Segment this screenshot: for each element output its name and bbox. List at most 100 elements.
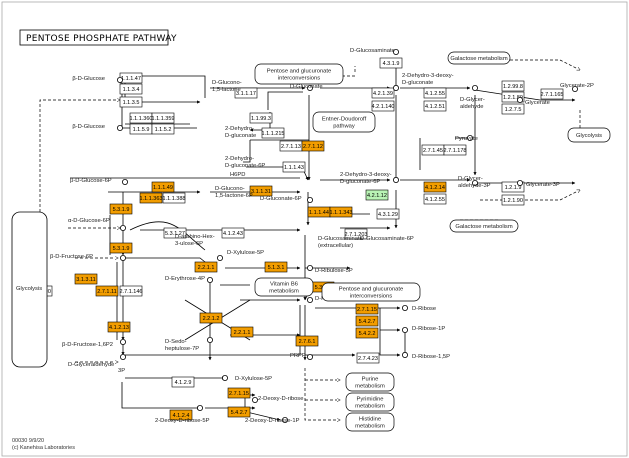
enzyme-1-1-5-2[interactable]: 1.1.5.2 [151, 123, 175, 135]
enzyme-box[interactable] [119, 285, 143, 297]
enzyme-4-1-2-14[interactable]: 4.1.2.14 [423, 181, 447, 193]
enzyme-box[interactable] [169, 409, 193, 421]
enzyme-box[interactable] [221, 227, 245, 239]
compound-node[interactable] [306, 85, 313, 92]
glycolysis-left-box[interactable] [11, 211, 48, 368]
enzyme-2-7-1-178[interactable]: 2.7.1.178 [444, 144, 467, 156]
compound-c36[interactable]: aldehyde [460, 104, 484, 110]
enzyme-1-2-7-5[interactable]: 1.2.7.5 [501, 103, 525, 115]
enzyme-box[interactable] [356, 352, 380, 364]
compound-c45[interactable]: D-Ribose-1,5P [401, 351, 450, 360]
enzyme-1-2-99-8[interactable]: 1.2.99.8 [501, 80, 525, 92]
compound-node[interactable] [206, 336, 213, 343]
compound-c15[interactable]: β-D-Fructose-6P [50, 254, 127, 261]
compound-c50[interactable]: 2-Deoxy-D-ribose-1P [245, 416, 300, 424]
compound-c20[interactable]: 3-ulose-6P [175, 241, 203, 247]
compound-c29[interactable]: D-gluconate [402, 80, 433, 86]
enzyme-box[interactable] [151, 123, 175, 135]
enzyme-box[interactable] [295, 335, 319, 347]
map-link-box[interactable] [345, 372, 395, 392]
enzyme-4-2-1-12[interactable]: 4.2.1.12 [365, 189, 389, 201]
enzyme-box[interactable] [109, 242, 133, 254]
enzyme-1-1-1-360[interactable]: 1.1.1.360 [130, 112, 153, 124]
compound-c39[interactable]: Pyruvate [455, 134, 478, 142]
enzyme-4-3-1-29[interactable]: 4.3.1.29 [376, 208, 400, 220]
compound-c4[interactable]: 1,5-lactone [212, 87, 241, 93]
map-link-m4[interactable]: Glycolysis [567, 127, 611, 143]
enzyme-box[interactable] [95, 285, 119, 297]
enzyme-2-7-1-165[interactable]: 2.7.1.165 [540, 88, 564, 100]
compound-node[interactable] [216, 254, 223, 261]
enzyme-2-7-1-146[interactable]: 2.7.1.146 [119, 285, 143, 297]
enzyme-4-3-1-9[interactable]: 4.3.1.9 [379, 57, 403, 69]
enzyme-box[interactable] [365, 189, 389, 201]
enzyme-5-3-1-9[interactable]: 5.3.1.9 [109, 203, 133, 215]
enzyme-box[interactable] [119, 96, 143, 108]
enzyme-4-1-2-9[interactable]: 4.1.2.9 [171, 376, 195, 388]
compound-c42[interactable]: Glycerate-3P [517, 179, 560, 188]
enzyme-box[interactable] [501, 80, 525, 92]
compound-node[interactable] [120, 353, 127, 360]
compound-c51[interactable]: H6PD [230, 172, 245, 178]
enzyme-2-7-6-1[interactable]: 2.7.6.1 [295, 335, 319, 347]
enzyme-box[interactable] [227, 406, 251, 418]
compound-c1[interactable]: β-D-Glucose [72, 76, 124, 84]
enzyme-box[interactable] [264, 261, 288, 273]
enzyme-2-2-1-1[interactable]: 2.2.1.1 [194, 261, 218, 273]
enzyme-box[interactable] [423, 100, 447, 112]
enzyme-1-2-1-89[interactable]: 1.2.1.89 [501, 91, 525, 103]
compound-c6[interactable]: 2-Dehydro- [225, 126, 254, 132]
enzyme-box[interactable] [329, 206, 353, 218]
enzyme-box[interactable] [107, 321, 131, 333]
enzyme-box[interactable] [171, 376, 195, 388]
enzyme-box[interactable] [282, 161, 306, 173]
compound-c27[interactable]: D-Glucosaminate [350, 48, 399, 56]
map-link-box[interactable] [254, 63, 344, 85]
map-link-box[interactable] [254, 277, 314, 297]
compound-c35[interactable]: D-Glycer- [460, 85, 485, 103]
compound-c37[interactable]: Glycerate [517, 97, 550, 106]
compound-node[interactable] [120, 338, 127, 345]
compound-node[interactable] [471, 85, 478, 92]
map-link-box[interactable] [567, 127, 611, 143]
map-link-m3[interactable]: Galactose metabolism [447, 51, 511, 65]
map-link-box[interactable] [447, 51, 511, 65]
enzyme-3-1-1-17[interactable]: 3.1.1.17 [234, 87, 258, 99]
enzyme-box[interactable] [501, 91, 525, 103]
enzyme-2-7-1-45[interactable]: 2.7.1.45 [421, 144, 445, 156]
enzyme-box[interactable] [540, 88, 564, 100]
enzyme-box[interactable] [230, 326, 254, 338]
enzyme-1-1-1-359[interactable]: 1.1.1.359 [151, 112, 175, 124]
enzyme-box[interactable] [501, 194, 525, 206]
enzyme-2-7-1-11[interactable]: 2.7.1.11 [95, 285, 119, 297]
compound-node[interactable] [251, 396, 258, 403]
compound-node[interactable] [392, 85, 399, 92]
compound-c3[interactable]: D-Glucono- [212, 80, 242, 86]
compound-c11[interactable]: D-Glucono- [215, 186, 245, 192]
enzyme-box[interactable] [194, 261, 218, 273]
enzyme-4-1-2-43[interactable]: 4.1.2.43 [221, 227, 245, 239]
enzyme-5-3-1-27[interactable]: 5.3.1.27 [163, 227, 187, 239]
enzyme-1-1-1-215[interactable]: 1.1.1.215 [261, 127, 285, 139]
enzyme-1-1-1-49[interactable]: 1.1.1.49 [151, 181, 175, 193]
enzyme-box[interactable] [151, 112, 175, 124]
enzyme-3-1-3-11[interactable]: 3.1.3.11 [74, 273, 98, 285]
compound-c46[interactable]: PRPP [290, 353, 313, 360]
compound-node[interactable] [392, 176, 399, 183]
enzyme-box[interactable] [344, 228, 368, 240]
enzyme-box[interactable] [227, 387, 251, 399]
enzyme-box[interactable] [163, 227, 187, 239]
compound-c30[interactable]: 2-Dehydro-3-deoxy- [340, 172, 399, 183]
enzyme-box[interactable] [423, 87, 447, 99]
enzyme-box[interactable] [355, 303, 379, 315]
compound-c7[interactable]: D-gluconate [225, 133, 256, 139]
enzyme-4-2-1-140[interactable]: 4.2.1.140 [372, 100, 395, 112]
map-link-m5[interactable]: Galactose metabolism [449, 219, 519, 233]
enzyme-box[interactable] [261, 127, 285, 139]
